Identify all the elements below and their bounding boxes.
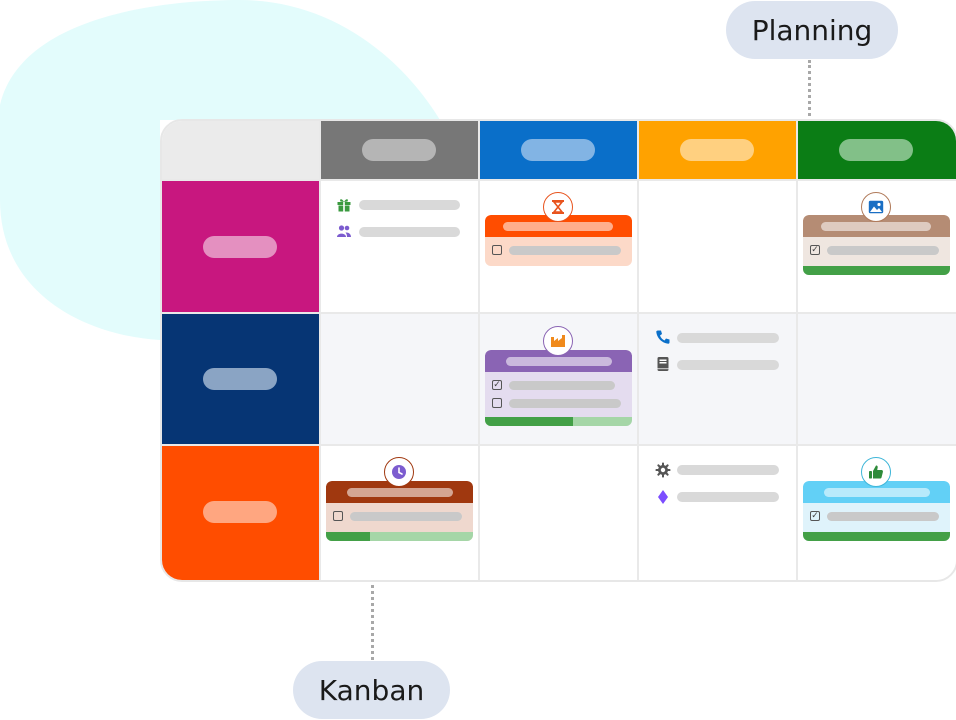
row-header-placeholder <box>203 236 277 258</box>
card-badge <box>861 192 891 222</box>
column-header-4[interactable] <box>798 121 956 179</box>
checkbox-icon[interactable] <box>492 398 502 408</box>
task-card-brown[interactable]: ✓ <box>803 215 950 275</box>
column-header-placeholder <box>362 139 436 161</box>
hourglass-icon <box>552 200 564 214</box>
grid-line <box>162 312 956 314</box>
progress-fill <box>803 266 950 275</box>
text-placeholder <box>827 246 939 255</box>
grid-line <box>796 121 798 580</box>
row-header-placeholder <box>203 368 277 390</box>
text-placeholder <box>350 512 462 521</box>
checkbox-icon[interactable] <box>492 245 502 255</box>
checkbox-icon[interactable]: ✓ <box>810 244 820 255</box>
factory-icon <box>551 335 565 347</box>
column-header-3[interactable] <box>639 121 796 179</box>
task-card-purple[interactable]: ✓ <box>485 350 632 426</box>
row-header-3[interactable] <box>162 446 319 580</box>
text-placeholder <box>677 492 779 502</box>
card-title-placeholder <box>503 222 613 231</box>
text-placeholder <box>359 200 460 210</box>
gear-icon <box>655 462 671 478</box>
gift-icon <box>336 197 352 213</box>
text-placeholder <box>827 512 939 521</box>
grid-line <box>319 121 321 580</box>
diamond-icon <box>655 489 671 505</box>
book-icon <box>655 356 671 372</box>
cell-r3-c4: ✓ <box>798 446 956 580</box>
progress-bar <box>803 532 950 541</box>
column-header-placeholder <box>680 139 754 161</box>
cell-r3-c2 <box>480 446 637 580</box>
image-icon <box>868 200 884 214</box>
column-header-1[interactable] <box>321 121 478 179</box>
grid-line <box>637 121 639 580</box>
cell-r2-c2: ✓ <box>480 314 637 444</box>
phone-icon <box>655 329 671 345</box>
text-placeholder <box>359 227 460 237</box>
grid-line <box>478 121 480 580</box>
cell-r1-c1 <box>321 181 478 312</box>
text-placeholder <box>509 246 621 255</box>
thumbs-up-icon <box>869 465 883 479</box>
cell-r2-c3 <box>639 314 796 444</box>
checkbox-icon[interactable] <box>333 511 343 521</box>
clock-icon <box>392 465 406 479</box>
checkbox-icon[interactable]: ✓ <box>810 510 820 521</box>
text-placeholder <box>509 381 615 390</box>
text-placeholder <box>677 465 779 475</box>
task-card-cyan[interactable]: ✓ <box>803 481 950 541</box>
kanban-board: ✓ ✓ <box>160 119 956 582</box>
row-header-1[interactable] <box>162 181 319 312</box>
progress-fill <box>485 417 574 426</box>
task-card-orange[interactable] <box>485 215 632 266</box>
cell-r2-c4 <box>798 314 956 444</box>
card-badge <box>543 326 573 356</box>
card-badge <box>543 192 573 222</box>
card-title-placeholder <box>506 357 612 366</box>
card-badge <box>861 457 891 487</box>
row-header-2[interactable] <box>162 314 319 444</box>
card-title-placeholder <box>821 222 931 231</box>
text-placeholder <box>677 333 779 343</box>
progress-bar <box>803 266 950 275</box>
planning-connector <box>808 60 811 116</box>
text-placeholder <box>509 399 621 408</box>
progress-bar <box>326 532 473 541</box>
column-header-2[interactable] <box>480 121 637 179</box>
cell-r1-c4: ✓ <box>798 181 956 312</box>
cell-r2-c1 <box>321 314 478 444</box>
checkbox-icon[interactable]: ✓ <box>492 379 502 390</box>
progress-bar <box>485 417 632 426</box>
card-title-placeholder <box>824 488 930 497</box>
kanban-label: Kanban <box>293 661 450 719</box>
column-header-placeholder <box>521 139 595 161</box>
cell-r1-c3 <box>639 181 796 312</box>
progress-fill <box>803 532 950 541</box>
planning-label: Planning <box>726 1 898 59</box>
cell-r3-c1 <box>321 446 478 580</box>
cell-r1-c2 <box>480 181 637 312</box>
card-badge <box>384 457 414 487</box>
grid-line <box>162 444 956 446</box>
card-title-placeholder <box>347 488 453 497</box>
row-header-placeholder <box>203 501 277 523</box>
grid-line <box>162 179 956 181</box>
kanban-connector <box>371 578 374 660</box>
corner-cell <box>162 121 319 179</box>
progress-fill <box>326 532 371 541</box>
users-icon <box>336 223 352 239</box>
task-card-rust[interactable] <box>326 481 473 541</box>
cell-r3-c3 <box>639 446 796 580</box>
text-placeholder <box>677 360 779 370</box>
column-header-placeholder <box>839 139 913 161</box>
